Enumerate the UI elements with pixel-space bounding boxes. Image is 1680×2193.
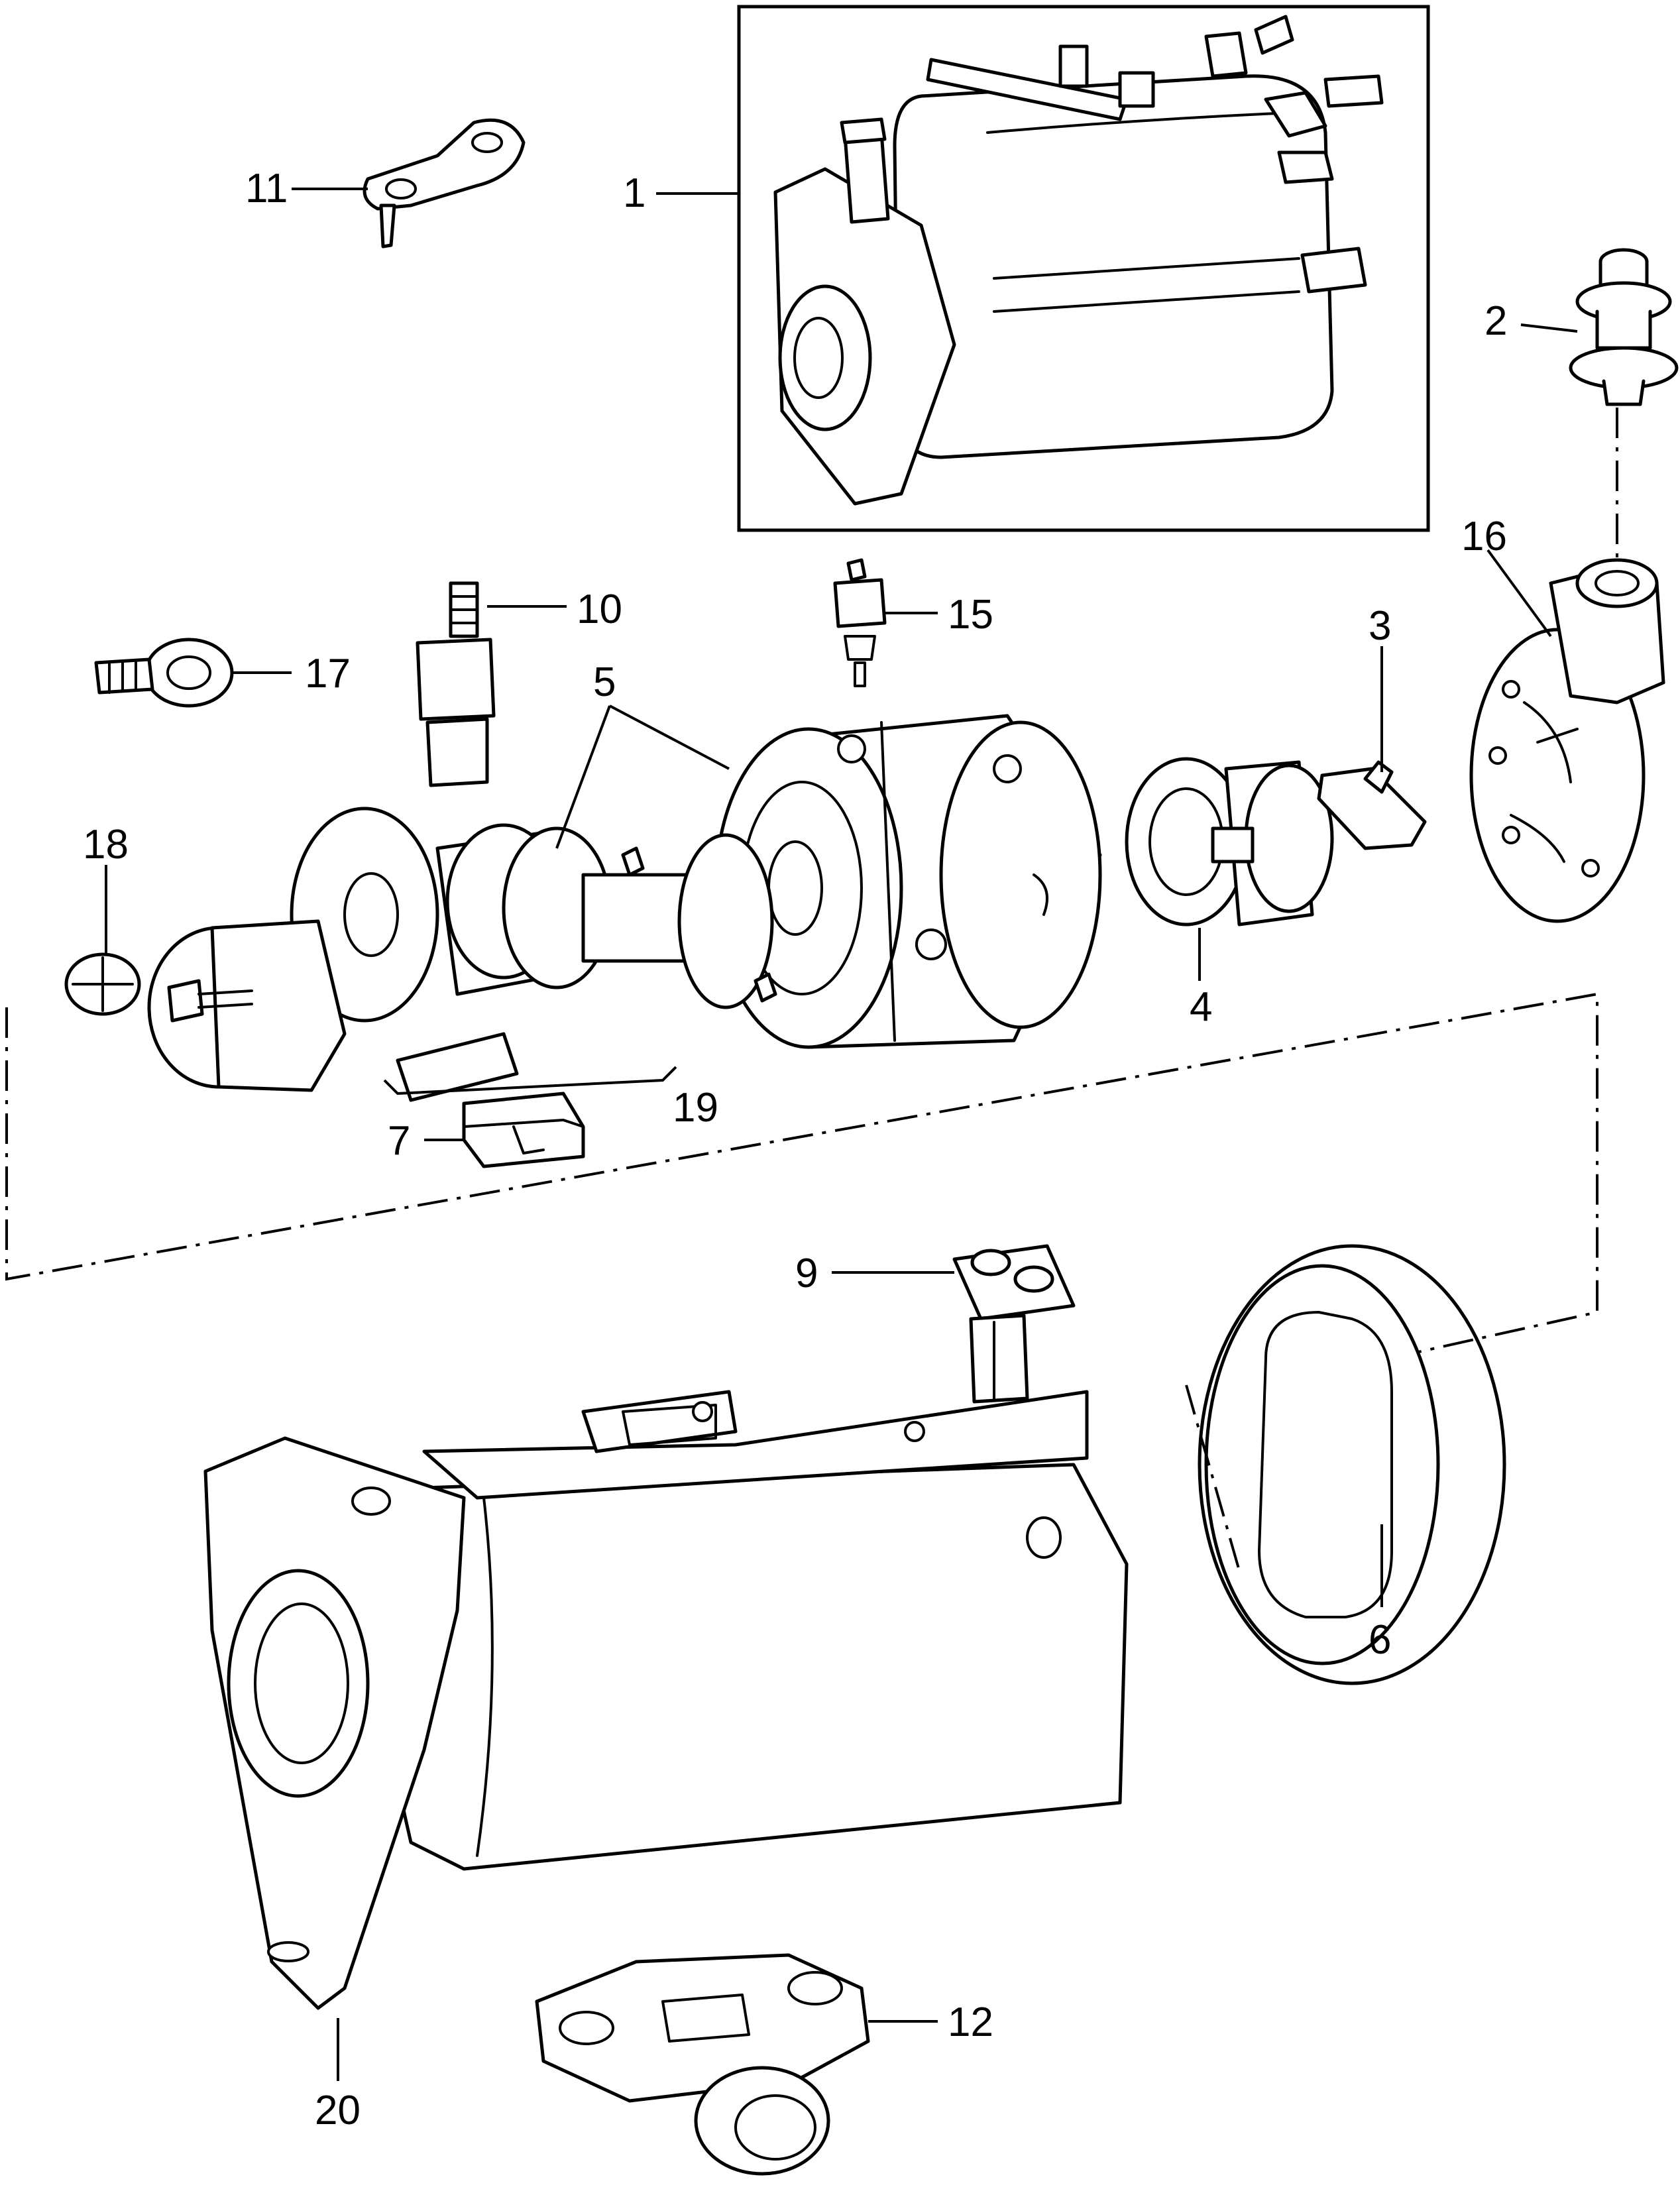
- part-3-key: [1317, 760, 1427, 850]
- part-17-banjo-bolt: [94, 638, 234, 708]
- callout-11: 11: [245, 166, 288, 211]
- callout-labels: 1 2 3 4 5 6 7 9 10 11 12 15 16 17 18 19 …: [83, 166, 1507, 2133]
- callout-17: 17: [305, 651, 351, 697]
- part-18-governor-retainer: [64, 919, 347, 1092]
- callout-1: 1: [623, 170, 645, 216]
- part-16-end-plate: [1469, 558, 1665, 923]
- callout-16: 16: [1461, 514, 1507, 559]
- callout-20: 20: [315, 2088, 361, 2133]
- callout-4: 4: [1190, 984, 1212, 1030]
- callout-7: 7: [388, 1118, 410, 1164]
- part-20-pump-body: [203, 1390, 1129, 2010]
- callout-15: 15: [948, 592, 993, 638]
- callout-18: 18: [83, 822, 129, 868]
- part-11-link-plate: [363, 118, 526, 249]
- callout-2: 2: [1484, 298, 1507, 344]
- part-1-complete-pump-inset: [737, 5, 1430, 532]
- callout-5: 5: [593, 659, 616, 705]
- leader-lines: [105, 188, 1578, 2081]
- part-6-gasket: [1198, 1244, 1506, 1685]
- part-12-bracket: [535, 1953, 870, 2176]
- part-19-cam-ring-assembly: [290, 807, 777, 1102]
- callout-10: 10: [577, 587, 622, 632]
- callout-12: 12: [948, 1999, 993, 2045]
- callout-3: 3: [1369, 603, 1391, 649]
- part-7-slider-block: [462, 1092, 585, 1168]
- part-4-ring: [1125, 757, 1334, 927]
- part-9-lever: [952, 1244, 1076, 1404]
- assembly-lines: [5, 408, 1618, 1571]
- part-15-bleed-screw: [833, 558, 887, 687]
- part-5-hydraulic-head: [714, 714, 1102, 1049]
- callout-9: 9: [795, 1251, 818, 1296]
- part-10-regulator-pin: [416, 581, 496, 787]
- part-2-valve-fitting: [1569, 248, 1679, 406]
- callout-6: 6: [1369, 1617, 1391, 1663]
- callout-19: 19: [673, 1085, 718, 1131]
